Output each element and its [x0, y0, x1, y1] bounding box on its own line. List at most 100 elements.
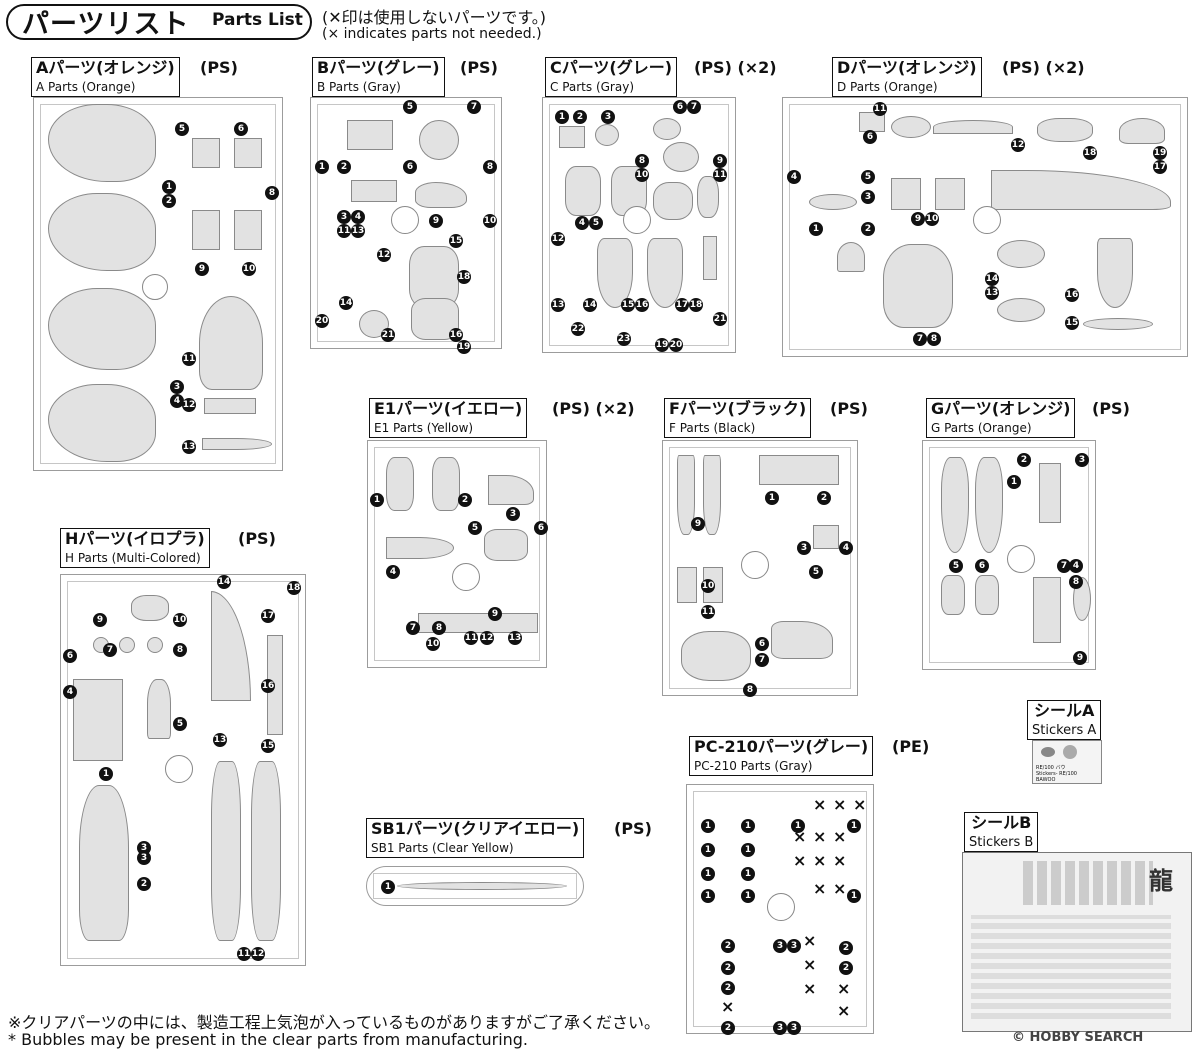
- runner-c-part: [597, 238, 633, 308]
- part-number: 3: [797, 541, 811, 555]
- not-needed-mark: ×: [813, 879, 827, 898]
- part-number: 11: [337, 224, 351, 238]
- part-number: 2: [721, 961, 735, 975]
- part-number: 12: [480, 631, 494, 645]
- part-number: 17: [1153, 160, 1167, 174]
- part-number: 1: [741, 867, 755, 881]
- runner-h-part: [147, 637, 163, 653]
- part-number: 5: [173, 717, 187, 731]
- not-needed-mark: ×: [803, 955, 817, 974]
- not-needed-mark: ×: [813, 827, 827, 846]
- runner-g-part: [1033, 577, 1061, 643]
- part-number: 17: [261, 609, 275, 623]
- part-number: 7: [103, 643, 117, 657]
- part-number: 7: [755, 653, 769, 667]
- part-number: 9: [488, 607, 502, 621]
- part-number: 9: [1073, 651, 1087, 665]
- part-number: 2: [337, 160, 351, 174]
- part-number: 2: [721, 981, 735, 995]
- part-number: 5: [949, 559, 963, 573]
- part-number: 10: [173, 613, 187, 627]
- part-number: 9: [911, 212, 925, 226]
- runner-d-part: [997, 240, 1045, 268]
- runner-a-part: [234, 138, 262, 168]
- part-number: 1: [370, 493, 384, 507]
- runner-d-hub: [973, 206, 1001, 234]
- part-number: 13: [551, 298, 565, 312]
- runner-sb1-label: SB1パーツ(クリアイエロー) SB1 Parts (Clear Yellow): [366, 818, 585, 858]
- runner-c-material: (PS) (×2): [694, 58, 777, 77]
- part-number: 1: [809, 222, 823, 236]
- runner-d-part: [883, 244, 953, 328]
- part-number: 8: [743, 683, 757, 697]
- part-number: 10: [635, 168, 649, 182]
- sticker-mark: [1063, 745, 1077, 759]
- part-number: 1: [99, 767, 113, 781]
- runner-h-part: [211, 591, 251, 701]
- runner-d-frame: 11 6 12 18 19 17 4 5 3 9 10 1 2 14 13 16…: [782, 97, 1188, 357]
- part-number: 12: [251, 947, 265, 961]
- part-number: 1: [701, 867, 715, 881]
- part-number: 7: [913, 332, 927, 346]
- runner-a-frame: 5 6 1 2 8 9 10 11 3 4 12 13: [33, 97, 283, 471]
- part-number: 2: [1017, 453, 1031, 467]
- runner-d-part: [891, 178, 921, 210]
- part-number: 19: [1153, 146, 1167, 160]
- part-number: 8: [483, 160, 497, 174]
- footer-note-en: * Bubbles may be present in the clear pa…: [8, 1030, 529, 1049]
- runner-b-part: [419, 120, 459, 160]
- not-needed-mark: ×: [793, 827, 807, 846]
- part-number: 4: [787, 170, 801, 184]
- runner-d-part: [991, 170, 1171, 210]
- part-number: 2: [458, 493, 472, 507]
- part-number: 2: [721, 1021, 735, 1035]
- header-note-en: (× indicates parts not needed.): [322, 26, 542, 42]
- part-number: 18: [1083, 146, 1097, 160]
- not-needed-mark: ×: [833, 795, 847, 814]
- runner-d-part: [933, 120, 1013, 134]
- part-number: 3: [170, 380, 184, 394]
- part-number: 5: [809, 565, 823, 579]
- part-number: 16: [449, 328, 463, 342]
- runner-c-hub: [623, 206, 651, 234]
- part-number: 5: [175, 122, 189, 136]
- runner-d-part: [1037, 118, 1093, 142]
- runner-c-part: [703, 236, 717, 280]
- runner-g-frame: 2 3 1 5 6 7 4 8 9: [922, 440, 1096, 670]
- part-number: 1: [701, 843, 715, 857]
- runner-a-part: [48, 384, 156, 462]
- not-needed-mark: ×: [803, 979, 817, 998]
- part-number: 12: [551, 232, 565, 246]
- part-number: 2: [839, 941, 853, 955]
- part-number: 5: [468, 521, 482, 535]
- runner-e1-material: (PS) (×2): [552, 399, 635, 418]
- part-number: 7: [406, 621, 420, 635]
- runner-g-part: [941, 457, 969, 553]
- part-number: 10: [426, 637, 440, 651]
- part-number: 3: [773, 1021, 787, 1035]
- runner-d-label: Dパーツ(オレンジ) D Parts (Orange): [832, 57, 982, 97]
- part-number: 4: [170, 394, 184, 408]
- runner-g-part: [1039, 463, 1061, 523]
- part-number: 8: [265, 186, 279, 200]
- runner-g-label: Gパーツ(オレンジ) G Parts (Orange): [926, 398, 1076, 438]
- runner-h-hub: [165, 755, 193, 783]
- part-number: 1: [381, 880, 395, 894]
- part-number: 3: [601, 110, 615, 124]
- runner-b-hub: [391, 206, 419, 234]
- runner-h-frame: 18 14 17 9 10 6 7 8 16 4 5 3 13 15 1 3 2…: [60, 574, 306, 966]
- runner-f-part: [677, 455, 695, 535]
- part-number: 14: [339, 296, 353, 310]
- runner-h-part: [251, 761, 281, 941]
- runner-e1-part: [488, 475, 534, 505]
- runner-sb1-material: (PS): [614, 819, 652, 838]
- runner-a-part: [192, 210, 220, 250]
- part-number: 2: [573, 110, 587, 124]
- not-needed-mark: ×: [813, 851, 827, 870]
- part-number: 19: [655, 338, 669, 352]
- runner-e1-part: [386, 457, 414, 511]
- part-number: 2: [721, 939, 735, 953]
- part-number: 21: [713, 312, 727, 326]
- stickers-b-label: シールB Stickers B: [964, 812, 1039, 853]
- part-number: 11: [713, 168, 727, 182]
